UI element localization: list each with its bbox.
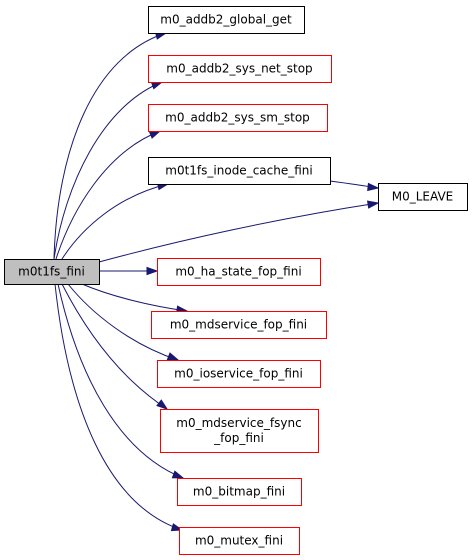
e-root-leave-line (98, 202, 379, 263)
e-root-leave-arrowhead (366, 200, 380, 209)
node-addb2-sys-net-stop-box (148, 55, 332, 83)
node-mdservice-fsync-fop-fini-label: m0_mdservice_fsync (176, 416, 301, 430)
e-ioservice-line (67, 283, 179, 361)
e-ioservice-arrowhead (166, 352, 180, 361)
e-fsync-arrowhead (156, 399, 169, 410)
node-mutex-fini-box (179, 527, 300, 555)
node-inode-cache-fini-box (148, 157, 331, 185)
node-addb2-global-get-box (148, 6, 305, 34)
node-ha-state-fop-fini[interactable]: m0_ha_state_fop_fini (157, 258, 321, 286)
node-ioservice-fop-fini[interactable]: m0_ioservice_fop_fini (157, 360, 321, 388)
e-bitmap-arrowhead (171, 470, 185, 479)
node-mdservice-fsync-fop-fini-box (160, 409, 319, 453)
node-mdservice-fop-fini-label: m0_mdservice_fop_fini (170, 318, 307, 332)
e-inode-cache-line (61, 183, 169, 260)
e-ha-state-arrowhead (146, 266, 159, 276)
e-sys-net-stop-line (53, 81, 163, 260)
node-ha-state-fop-fini-label: m0_ha_state_fop_fini (175, 265, 301, 279)
e-sys-sm-stop-line (55, 130, 161, 260)
e-mutex-line (54, 283, 183, 531)
node-ioservice-fop-fini-label: m0_ioservice_fop_fini (174, 367, 303, 381)
e-sys-sm-stop-arrowhead (148, 130, 162, 139)
root-node-m0t1fs-fini[interactable]: m0t1fs_fini (4, 259, 100, 285)
node-addb2-global-get[interactable]: m0_addb2_global_get (148, 6, 305, 34)
node-inode-cache-fini-label: m0t1fs_inode_cache_fini (165, 164, 312, 178)
node-bitmap-fini-box (177, 478, 302, 506)
node-ha-state-fop-fini-box (157, 258, 321, 286)
node-mdservice-fsync-fop-fini-label: _fop_fini (213, 431, 264, 445)
e-mdservice-line (81, 283, 188, 312)
graph-nodes: m0t1fs_fini m0_addb2_global_get m0_addb2_s… (4, 6, 468, 555)
node-addb2-sys-sm-stop[interactable]: m0_addb2_sys_sm_stop (148, 104, 328, 132)
node-m0-leave[interactable]: M0_LEAVE (378, 183, 468, 211)
node-mdservice-fop-fini[interactable]: m0_mdservice_fop_fini (151, 311, 327, 339)
node-mdservice-fop-fini-box (151, 311, 327, 339)
node-mutex-fini-label: m0_mutex_fini (195, 534, 283, 548)
node-mutex-fini[interactable]: m0_mutex_fini (179, 527, 300, 555)
node-inode-cache-fini[interactable]: m0t1fs_inode_cache_fini (148, 157, 331, 185)
node-bitmap-fini[interactable]: m0_bitmap_fini (177, 478, 302, 506)
node-ioservice-fop-fini-box (157, 360, 321, 388)
node-addb2-sys-net-stop[interactable]: m0_addb2_sys_net_stop (148, 55, 332, 83)
e-sys-net-stop-arrowhead (150, 81, 164, 90)
graph-edges (53, 31, 380, 532)
root-node-m0t1fs-fini-label: m0t1fs_fini (18, 265, 85, 279)
node-bitmap-fini-label: m0_bitmap_fini (193, 485, 285, 499)
node-m0-leave-label: M0_LEAVE (392, 190, 454, 204)
node-addb2-sys-sm-stop-box (148, 104, 328, 132)
e-bitmap-line (57, 283, 184, 479)
node-addb2-sys-net-stop-label: m0_addb2_sys_net_stop (166, 62, 312, 76)
node-mdservice-fsync-fop-fini[interactable]: m0_mdservice_fsync_fop_fini (160, 409, 319, 453)
root-node-m0t1fs-fini-box (4, 259, 100, 285)
e-global-get-line (53, 32, 167, 260)
e-fsync-line (61, 283, 168, 410)
node-m0-leave-box (378, 183, 468, 211)
e-inode-leave-arrowhead (367, 182, 380, 192)
node-addb2-sys-sm-stop-label: m0_addb2_sys_sm_stop (165, 111, 310, 125)
node-addb2-global-get-label: m0_addb2_global_get (160, 13, 292, 27)
